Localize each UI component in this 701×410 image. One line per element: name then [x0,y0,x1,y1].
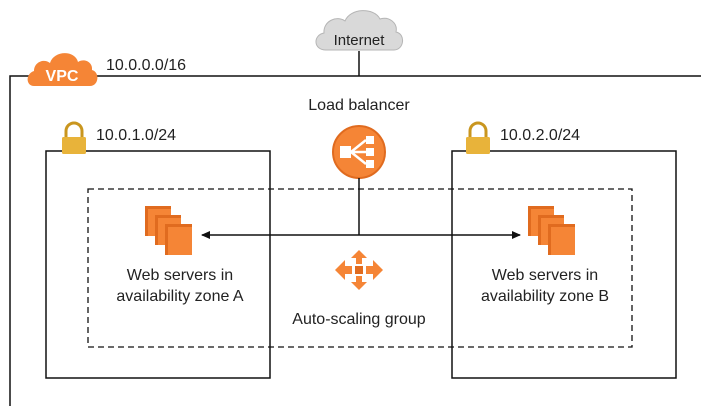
auto-scaling-icon [335,250,383,290]
lock-icon [466,121,490,154]
subnet-b-cidr: 10.0.2.0/24 [500,127,580,144]
zone-b-servers-label: Web servers in [492,267,598,284]
zone-b-servers-label-2: availability zone B [481,288,609,305]
internet-label: Internet [334,32,386,49]
load-balancer-icon [332,125,386,179]
internet-cloud-icon: Internet [315,10,403,51]
vpc-badge-label: VPC [46,68,79,85]
load-balancer-label: Load balancer [308,97,410,114]
vpc-boundary [9,75,701,406]
lock-icon [62,121,86,154]
zone-a-servers-label-2: availability zone A [116,288,244,305]
web-servers-icon-b [528,206,575,255]
zone-a-servers-label: Web servers in [127,267,233,284]
subnet-a-cidr: 10.0.1.0/24 [96,127,176,144]
web-servers-icon-a [145,206,192,255]
subnet-a-box [45,150,271,379]
vpc-cidr: 10.0.0.0/16 [106,57,186,74]
subnet-b-box [451,150,677,379]
auto-scaling-group-box [87,188,633,348]
auto-scaling-label: Auto-scaling group [292,311,426,328]
vpc-cloud-icon: VPC [27,53,98,86]
